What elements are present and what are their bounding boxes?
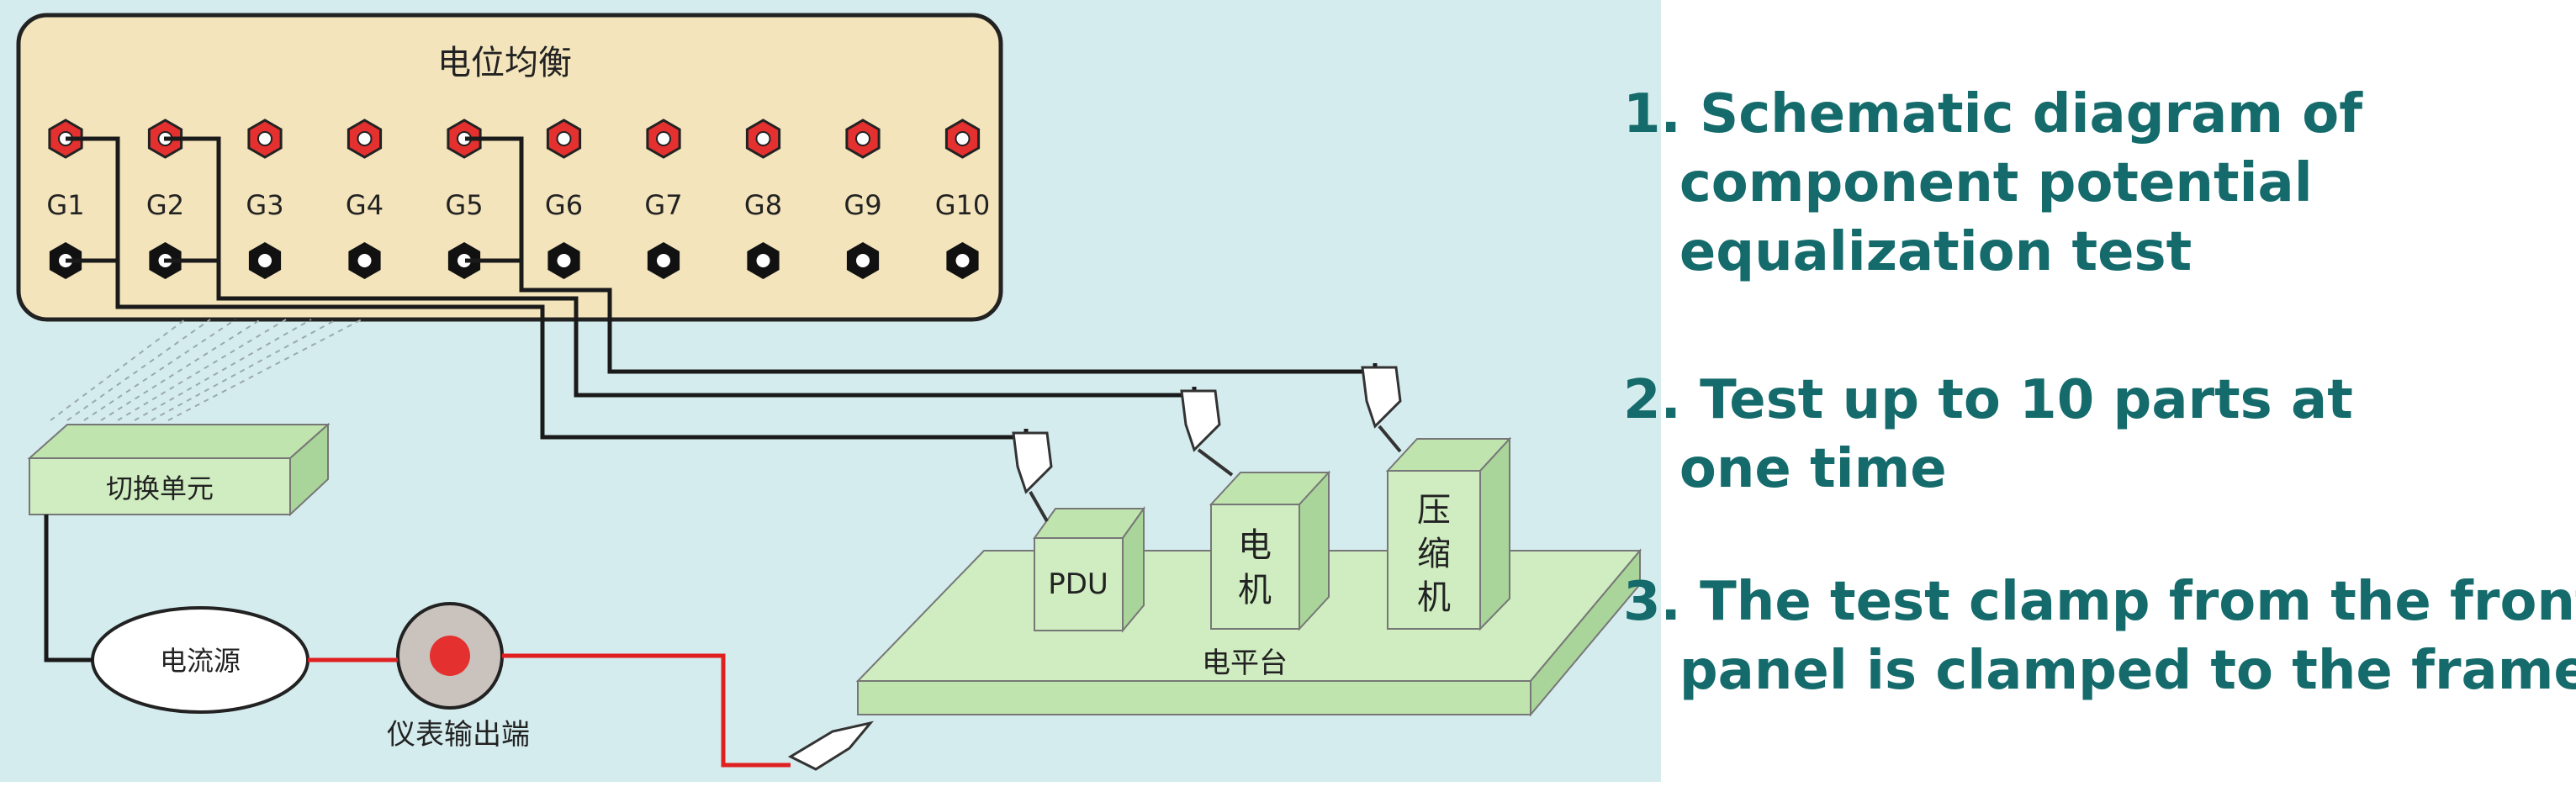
wire-switch-to-source: [44, 515, 93, 662]
compressor-label-char-2: 缩: [1417, 535, 1451, 573]
note-1-line-2: component potential: [1623, 152, 2313, 214]
terminal-bottom-g6: [547, 242, 580, 279]
terminal-label-g3: G3: [246, 189, 283, 221]
compressor-label-char-3: 机: [1417, 578, 1451, 617]
red-wire-terminal-to-clamp: [502, 653, 791, 768]
note-2-line-1: 2. Test up to 10 parts at: [1623, 369, 2353, 431]
note-3: 3. The test clamp from the front panel i…: [1623, 567, 2576, 705]
red-wires: [308, 653, 791, 768]
compressor-box-side: [1479, 436, 1510, 631]
meter-output-terminal-inner: [430, 636, 470, 676]
platform-side: [1530, 548, 1641, 717]
motor-label-char-1: 电: [1238, 526, 1272, 565]
note-1-line-1: 1. Schematic diagram of: [1623, 83, 2363, 145]
platform-label: 电平台: [1202, 647, 1288, 680]
potential-equalization-diagram: 电位均衡 G1 G2 G3 G4 G5 G6 G7 G8 G9 G10 切换单元 电流源 仪表输出…: [0, 0, 1661, 782]
terminal-bottom-g10: [946, 242, 979, 279]
terminal-label-g6: G6: [545, 189, 583, 221]
switch-unit-label: 切换单元: [106, 472, 214, 504]
terminal-label-g10: G10: [935, 189, 991, 221]
terminal-bottom-g3: [248, 242, 282, 279]
meter-output-label: 仪表输出端: [387, 718, 530, 752]
switch-unit-box: [29, 457, 291, 515]
note-1: 1. Schematic diagram of component potent…: [1623, 80, 2362, 287]
terminal-top-g5: [447, 119, 482, 159]
compressor-label-char-1: 压: [1417, 491, 1451, 530]
terminal-top-g6: [546, 119, 582, 159]
note-3-line-1: 3. The test clamp from the front: [1623, 571, 2576, 633]
terminal-top-g9: [845, 119, 881, 159]
terminal-row: G1 G2 G3 G4 G5 G6 G7 G8 G9 G10: [46, 119, 991, 279]
terminal-label-g2: G2: [146, 189, 184, 221]
terminal-bottom-g9: [846, 242, 880, 279]
compressor-box: [1387, 470, 1481, 630]
panel-cable-hatching: [50, 319, 362, 421]
terminal-label-g7: G7: [644, 189, 682, 221]
terminal-bottom-g4: [348, 242, 381, 279]
current-source-label: 电流源: [160, 645, 241, 677]
terminal-bottom-g8: [747, 242, 780, 279]
terminal-top-g7: [646, 119, 681, 159]
terminal-bottom-g7: [647, 242, 680, 279]
note-1-line-3: equalization test: [1623, 221, 2193, 283]
terminal-label-g5: G5: [445, 189, 483, 221]
pdu-label: PDU: [1048, 567, 1108, 601]
terminal-top-g8: [745, 119, 781, 159]
terminal-top-g10: [944, 119, 981, 159]
panel-title: 电位均衡: [437, 44, 572, 82]
terminal-label-g8: G8: [744, 189, 782, 221]
terminal-label-g1: G1: [46, 189, 84, 221]
switch-unit-top: [27, 424, 331, 459]
motor-box: [1210, 504, 1300, 630]
note-2: 2. Test up to 10 parts at one time: [1623, 366, 2353, 504]
terminal-label-g9: G9: [844, 189, 881, 221]
note-2-line-2: one time: [1623, 438, 1947, 500]
note-3-line-2: panel is clamped to the frame: [1623, 640, 2576, 702]
terminal-top-g3: [247, 119, 283, 159]
clamp-pdu: [1012, 431, 1053, 522]
motor-label-char-2: 机: [1238, 571, 1272, 610]
clamp-compressor: [1361, 366, 1402, 453]
platform-front: [857, 680, 1531, 715]
clamp-motor: [1180, 389, 1234, 477]
terminal-label-g4: G4: [346, 189, 383, 221]
clamp-platform: [787, 720, 874, 771]
pdu-box: [1034, 537, 1124, 631]
terminal-top-g4: [346, 119, 383, 159]
terminal-bottom-g5: [447, 242, 481, 279]
